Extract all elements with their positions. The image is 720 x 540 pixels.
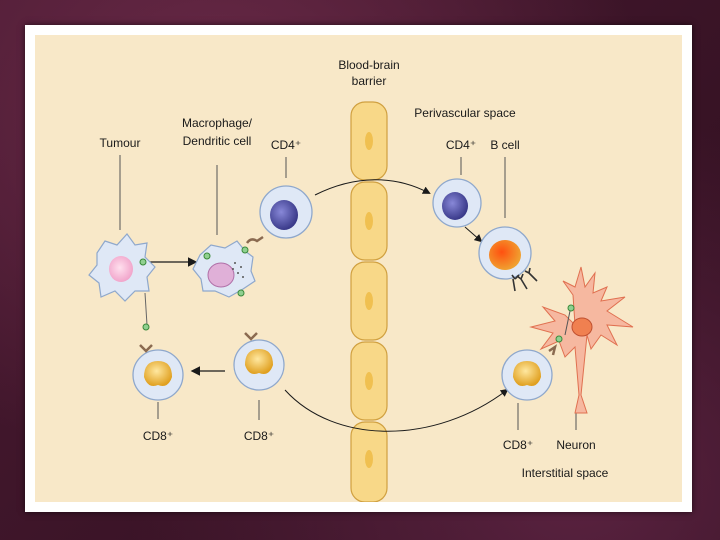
label-perivascular-space: Perivascular space <box>414 106 516 120</box>
label-interstitial-space: Interstitial space <box>522 466 609 480</box>
label-macrophage-line1: Macrophage/ <box>182 116 253 130</box>
cd4-cell-right <box>432 178 482 228</box>
cd8-cell-left <box>132 344 184 401</box>
macrophage-dendritic-cell <box>192 240 256 298</box>
slide-frame: Blood-brain barrier Perivascular space T… <box>25 25 692 512</box>
arrows <box>143 179 509 432</box>
label-b-cell: B cell <box>490 138 519 152</box>
label-tumour: Tumour <box>100 136 141 150</box>
blood-brain-barrier <box>350 101 388 502</box>
cd4-cell-left <box>245 185 313 244</box>
neuron <box>529 266 634 414</box>
label-cd8-left: CD8⁺ <box>143 429 173 443</box>
labels: Blood-brain barrier Perivascular space T… <box>100 58 609 480</box>
label-bbb-line1: Blood-brain <box>338 58 399 72</box>
cd8-cell-right <box>501 335 563 401</box>
label-cd4-left: CD4⁺ <box>271 138 301 152</box>
cd8-cell-middle <box>233 332 285 391</box>
immune-diagram: Blood-brain barrier Perivascular space T… <box>88 58 634 502</box>
label-cd8-middle: CD8⁺ <box>244 429 274 443</box>
label-macrophage-line2: Dendritic cell <box>183 134 252 148</box>
label-cd8-right: CD8⁺ <box>503 438 533 452</box>
b-cell <box>478 226 538 292</box>
tumour-cell <box>88 233 156 331</box>
label-neuron: Neuron <box>556 438 595 452</box>
diagram-panel: Blood-brain barrier Perivascular space T… <box>35 35 682 502</box>
label-bbb-line2: barrier <box>352 74 387 88</box>
label-cd4-right: CD4⁺ <box>446 138 476 152</box>
